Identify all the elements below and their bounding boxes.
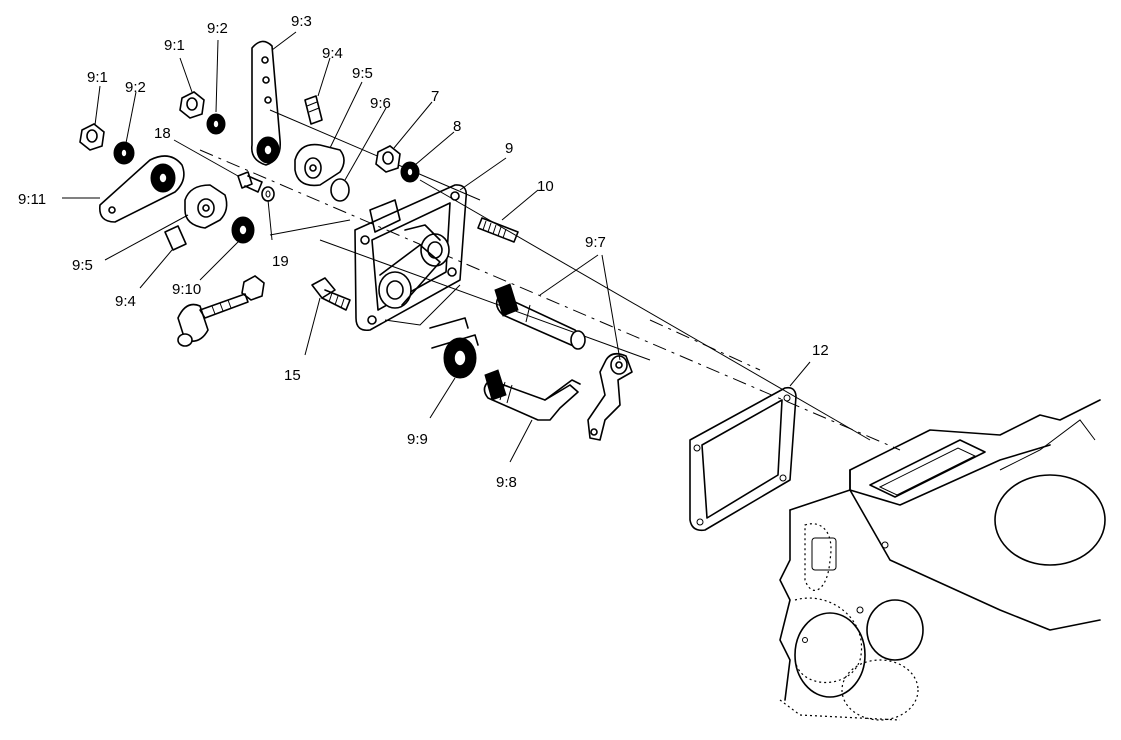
cam-9-5-lower <box>184 184 228 229</box>
callout-labels: 9:1 9:2 9:3 9:4 9:5 9:6 7 8 9 10 9:1 9:2… <box>18 13 829 491</box>
callout-9-1-lower: 9:1 <box>87 69 108 86</box>
callout-9-11: 9:11 <box>18 191 46 208</box>
callout-9: 9 <box>505 140 513 157</box>
callout-9-1-upper: 9:1 <box>164 37 185 54</box>
shaft-9-8 <box>483 369 581 421</box>
callout-7: 7 <box>431 88 439 105</box>
callout-9-4-upper: 9:4 <box>322 45 343 62</box>
callout-9-5-lower: 9:5 <box>72 257 93 274</box>
callout-18: 18 <box>154 125 171 142</box>
shaft-9-7 <box>494 283 586 350</box>
callout-9-2-upper: 9:2 <box>207 20 228 37</box>
stud-10 <box>477 217 519 243</box>
washer-9-2-lower <box>113 141 135 165</box>
callout-10: 10 <box>537 178 554 195</box>
cam-9-5-upper <box>294 143 345 187</box>
washer-9-2-upper <box>206 113 226 135</box>
lever-9-7 <box>587 352 633 441</box>
leader-lines <box>62 31 811 463</box>
gasket-12 <box>689 386 797 532</box>
washer-8 <box>400 161 420 183</box>
spring-9-9 <box>429 317 479 379</box>
callout-8: 8 <box>453 118 461 135</box>
nut-9-1-upper <box>179 91 205 119</box>
bolt-15 <box>311 277 351 311</box>
callout-19: 19 <box>272 253 289 270</box>
callout-9-5-upper: 9:5 <box>352 65 373 82</box>
cover-plate-9 <box>354 184 468 332</box>
screw-18 <box>237 171 263 193</box>
callout-9-2-lower: 9:2 <box>125 79 146 96</box>
callout-9-7: 9:7 <box>585 234 606 251</box>
callout-9-8: 9:8 <box>496 474 517 491</box>
stop-screw <box>177 275 265 347</box>
callout-9-3: 9:3 <box>291 13 312 30</box>
lever-9-11 <box>98 155 185 223</box>
callout-9-4-lower: 9:4 <box>115 293 136 310</box>
callout-9-6: 9:6 <box>370 95 391 112</box>
callout-12: 12 <box>812 342 829 359</box>
washer-19 <box>261 186 275 202</box>
o-ring-9-6 <box>330 178 350 202</box>
engine-block <box>779 399 1106 721</box>
lever-9-3 <box>250 40 282 166</box>
callout-9-10: 9:10 <box>172 281 201 298</box>
pin-9-4-upper <box>304 95 323 125</box>
callout-9-9: 9:9 <box>407 431 428 448</box>
bearing-9-10 <box>231 216 255 244</box>
nut-7 <box>375 145 401 173</box>
nut-9-1-lower <box>79 123 105 151</box>
callout-15: 15 <box>284 367 301 384</box>
pin-9-4-lower <box>164 225 187 251</box>
